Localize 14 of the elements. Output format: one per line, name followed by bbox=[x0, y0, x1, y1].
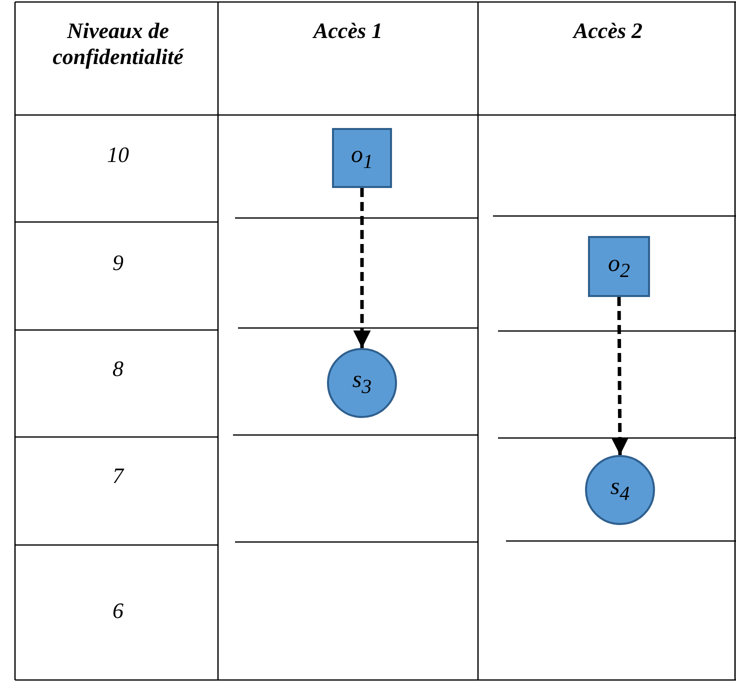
column-header: Accès 1 bbox=[311, 18, 384, 44]
object-square: o$_{1}$ bbox=[332, 128, 392, 188]
subject-circle: s$_{3}$ bbox=[327, 348, 397, 418]
column-header: Accès 2 bbox=[571, 18, 644, 44]
level-number: 6 bbox=[112, 598, 124, 624]
dashed-arrow bbox=[353, 188, 371, 348]
level-number: 8 bbox=[112, 356, 124, 382]
level-number: 10 bbox=[106, 142, 130, 168]
level-number: 9 bbox=[112, 250, 124, 276]
object-square: o$_{2}$ bbox=[588, 236, 650, 297]
dashed-arrow bbox=[611, 296, 629, 456]
column-header: Niveaux de confidentialité bbox=[52, 18, 185, 70]
level-number: 7 bbox=[112, 463, 126, 489]
subject-circle: s$_{4}$ bbox=[585, 455, 655, 525]
